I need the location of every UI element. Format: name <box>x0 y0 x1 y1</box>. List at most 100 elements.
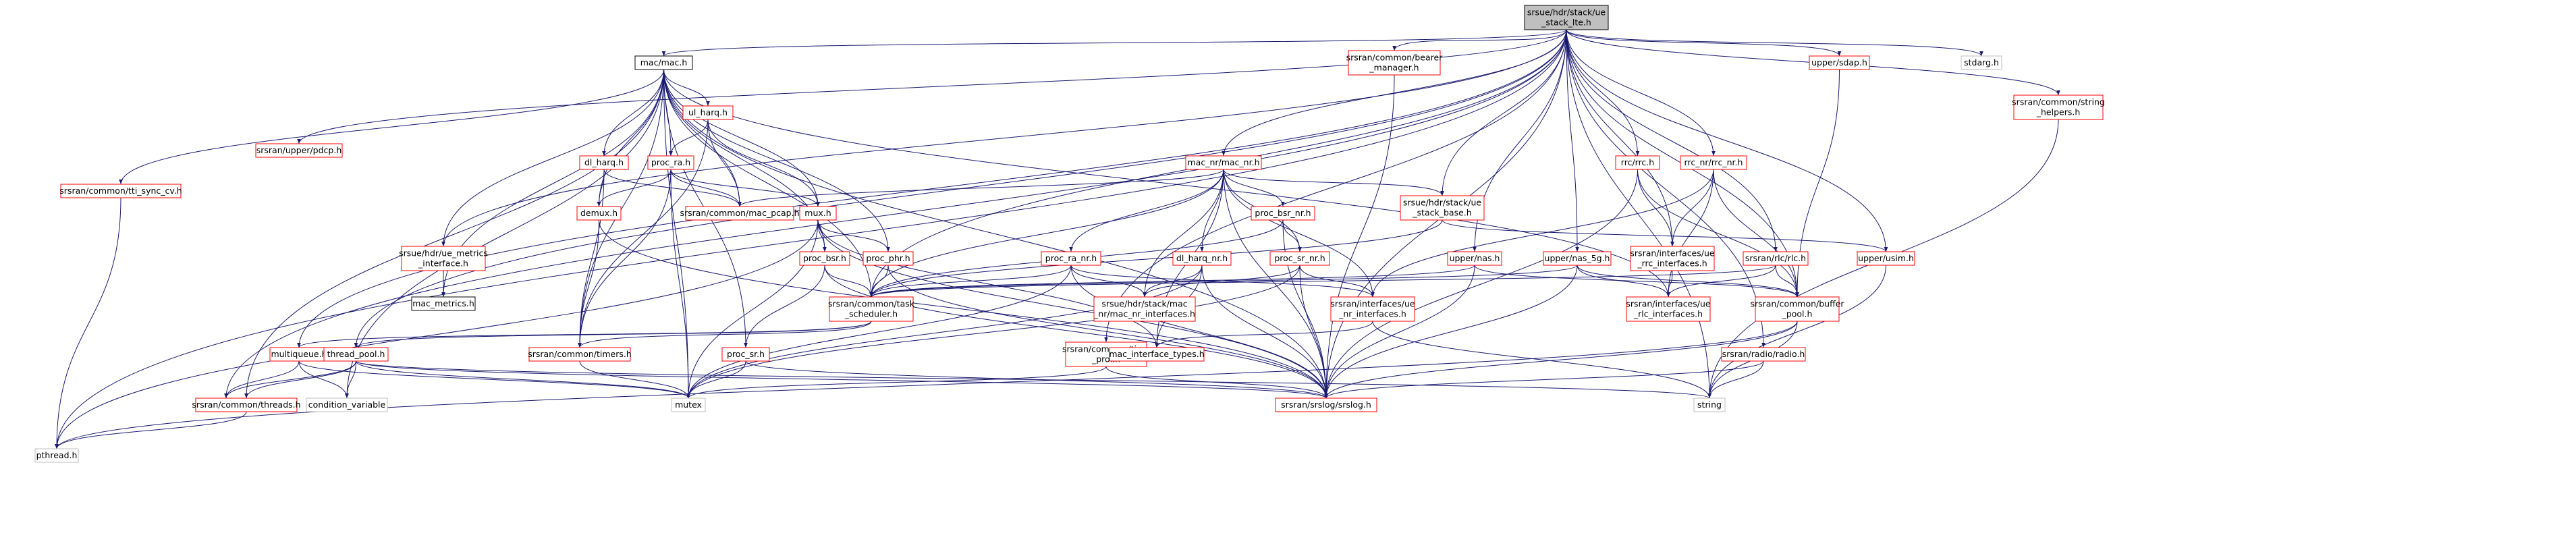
node-macmac[interactable]: mac/mac.h <box>634 55 693 70</box>
node-label-procranr-0: proc_ra_nr.h <box>1045 253 1097 263</box>
node-box-radio <box>1721 347 1806 362</box>
node-bufpool[interactable]: srsran/common/buffer_pool.h <box>1750 296 1844 322</box>
node-pdcp[interactable]: srsran/upper/pdcp.h <box>255 143 343 158</box>
node-macnr[interactable]: mac_nr/mac_nr.h <box>1185 155 1262 170</box>
include-edge-procranr-to-macnrif <box>1070 265 1147 298</box>
node-macmetrics[interactable]: mac_metrics.h <box>411 296 476 311</box>
node-procbsrnr[interactable]: proc_bsr_nr.h <box>1251 206 1315 221</box>
node-sdap[interactable]: upper/sdap.h <box>1809 55 1870 70</box>
include-edge-macnr-to-macpcap <box>738 169 1224 207</box>
node-box-macmetrics <box>411 296 476 311</box>
node-label-rrc-0: rrc/rrc.h <box>1621 157 1654 167</box>
node-label-bufpool-0: srsran/common/buffer <box>1750 299 1844 309</box>
node-macitypes[interactable]: mac_interface_types.h <box>1109 347 1205 362</box>
node-ifrrc[interactable]: srsran/interfaces/ue_rrc_interfaces.h <box>1630 246 1715 271</box>
include-edge-mux-to-macitypes <box>817 219 1159 348</box>
node-ttisync[interactable]: srsran/common/tti_sync_cv.h <box>59 184 182 198</box>
node-tasksched[interactable]: srsran/common/task_scheduler.h <box>828 296 915 322</box>
node-nas5g[interactable]: upper/nas_5g.h <box>1543 251 1612 266</box>
node-procsrnr[interactable]: proc_sr_nr.h <box>1269 251 1330 266</box>
node-box-macnr <box>1185 155 1262 170</box>
node-procphr[interactable]: proc_phr.h <box>862 251 914 266</box>
include-edge-procra-to-mutex <box>670 169 690 399</box>
node-rrcnr[interactable]: rrc_nr/rrc_nr.h <box>1680 155 1747 170</box>
node-label-nas5g-0: upper/nas_5g.h <box>1545 253 1610 263</box>
node-box-threadpool <box>323 347 389 362</box>
include-edge-bufpool-to-pthread <box>55 321 1798 449</box>
include-edge-dlharq-to-timers <box>578 169 605 348</box>
node-srslog[interactable]: srsran/srslog/srslog.h <box>1275 398 1377 412</box>
include-edge-threadpool-to-threads <box>244 360 356 399</box>
node-mux[interactable]: mux.h <box>799 206 837 221</box>
node-procbsr[interactable]: proc_bsr.h <box>799 251 850 266</box>
node-threadpool[interactable]: thread_pool.h <box>323 347 389 362</box>
node-box-procphr <box>862 251 914 266</box>
node-dlharq[interactable]: dl_harq.h <box>579 155 629 170</box>
node-box-mux <box>799 206 837 221</box>
node-label-root-0: srsue/hdr/stack/ue <box>1527 7 1606 18</box>
node-multiqueue[interactable]: multiqueue.h <box>269 347 329 362</box>
node-radio[interactable]: srsran/radio/radio.h <box>1721 347 1806 362</box>
node-label-stackbase-1: _stack_base.h <box>1412 208 1471 218</box>
node-label-stdarg-0: stdarg.h <box>1964 57 1999 67</box>
include-edge-root-to-multiqueue <box>297 29 1567 348</box>
node-label-procphr-0: proc_phr.h <box>866 253 910 263</box>
node-label-bufpool-1: _pool.h <box>1782 309 1813 319</box>
include-edge-procranr-to-srslog <box>1070 265 1328 399</box>
include-edge-macmac-to-timers <box>578 69 664 348</box>
include-edge-procra-to-mux <box>670 169 820 207</box>
node-label-macmac-0: mac/mac.h <box>640 57 688 67</box>
node-box-procbsrnr <box>1251 206 1315 221</box>
node-procsr[interactable]: proc_sr.h <box>721 347 770 362</box>
node-procranr[interactable]: proc_ra_nr.h <box>1041 251 1101 266</box>
node-uppernas[interactable]: upper/nas.h <box>1447 251 1502 266</box>
include-edge-procbsr-to-srslog <box>824 265 1328 399</box>
node-label-multiqueue-0: multiqueue.h <box>271 349 327 359</box>
node-bearer[interactable]: srsran/common/bearer_manager.h <box>1346 50 1444 76</box>
node-dlharqnr[interactable]: dl_harq_nr.h <box>1172 251 1232 266</box>
node-label-root-1: _stack_lte.h <box>1541 18 1591 28</box>
include-edge-multiqueue-to-mutex <box>298 360 690 399</box>
node-macnrif[interactable]: srsue/hdr/stack/mac_nr/mac_nr_interfaces… <box>1093 296 1196 322</box>
node-label-tasksched-0: srsran/common/task <box>828 299 915 309</box>
include-edge-ulharq-to-mux <box>707 119 820 207</box>
node-strhelp[interactable]: srsran/common/string_helpers.h <box>2012 94 2105 120</box>
include-edge-procbsr-to-tasksched <box>824 265 873 298</box>
include-edge-timeprof-to-mutex <box>686 366 1107 399</box>
node-label-macnr-0: mac_nr/mac_nr.h <box>1187 157 1259 167</box>
node-procra[interactable]: proc_ra.h <box>647 155 694 170</box>
node-ifrlc[interactable]: srsran/interfaces/ue_rlc_interfaces.h <box>1626 296 1711 322</box>
include-edge-root-to-functional <box>224 29 1567 399</box>
node-ifuenr[interactable]: srsran/interfaces/ue_nr_interfaces.h <box>1330 296 1415 322</box>
node-stackbase[interactable]: srsue/hdr/stack/ue_stack_base.h <box>1400 195 1485 221</box>
node-macpcap[interactable]: srsran/common/mac_pcap.h <box>680 206 800 221</box>
include-edge-rrc-to-ifrrc <box>1637 169 1674 247</box>
node-box-strhelp <box>2013 94 2104 120</box>
include-edge-macmac-to-uemetrics <box>441 69 664 247</box>
include-edge-dlharq-to-macpcap <box>603 169 742 207</box>
node-ulharq[interactable]: ul_harq.h <box>682 105 734 120</box>
node-box-uemetrics <box>401 246 486 271</box>
node-timers[interactable]: srsran/common/timers.h <box>528 347 632 362</box>
node-label-mutex-0: mutex <box>675 400 702 410</box>
include-edge-rlc-to-tasksched <box>869 265 1776 298</box>
node-rrc[interactable]: rrc/rrc.h <box>1615 155 1660 170</box>
include-edge-usim-to-string <box>1707 265 1886 399</box>
node-label-ulharq-0: ul_harq.h <box>688 107 728 117</box>
node-rlc[interactable]: srsran/rlc/rlc.h <box>1743 251 1809 266</box>
node-threads[interactable]: srsran/common/threads.h <box>192 398 301 412</box>
node-box-stdarg <box>1961 55 2002 70</box>
node-condvar: condition_variable <box>306 398 388 412</box>
node-label-macnrif-1: _nr/mac_nr_interfaces.h <box>1093 309 1195 319</box>
node-label-procsr-0: proc_sr.h <box>727 349 765 359</box>
include-edge-rrcnr-to-ifuenr <box>1371 169 1714 298</box>
include-edge-root-to-radio <box>1566 29 1765 348</box>
include-edge-root-to-rrc <box>1566 29 1640 157</box>
include-edge-mux-to-mutex <box>686 219 819 399</box>
include-edge-ifuenr-to-string <box>1372 321 1711 399</box>
node-uemetrics[interactable]: srsue/hdr/ue_metrics_interface.h <box>399 246 488 271</box>
include-edge-ulharq-to-timers <box>578 119 709 348</box>
node-usim[interactable]: upper/usim.h <box>1857 251 1915 266</box>
node-label-ifrlc-1: _rlc_interfaces.h <box>1633 309 1703 319</box>
node-demux[interactable]: demux.h <box>576 206 622 221</box>
